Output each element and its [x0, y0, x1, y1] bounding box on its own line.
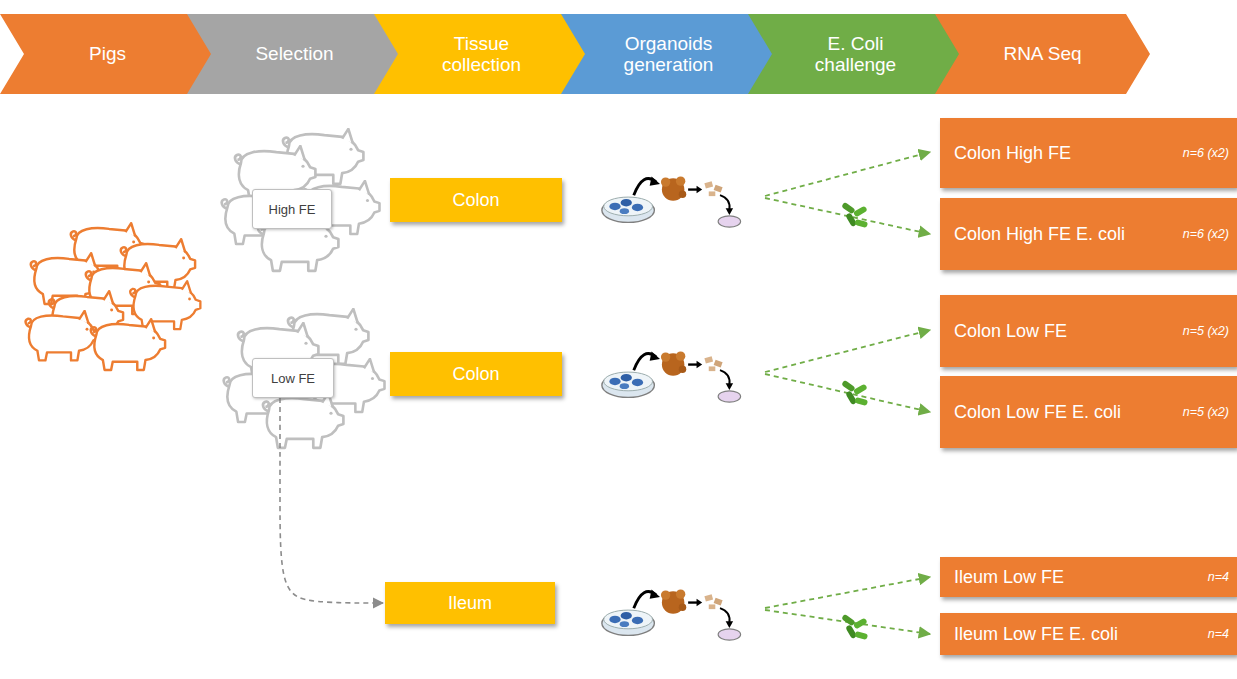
chevron-fill: [374, 14, 589, 94]
process-chevron: Pigs: [0, 14, 215, 94]
sample-group-box: Colon Low FE n=5 (x2): [940, 295, 1237, 367]
organoid-culture: [602, 589, 741, 640]
sample-group-box: Ileum Low FE E. coli n=4: [940, 613, 1237, 655]
sample-count: n=6 (x2): [1183, 146, 1229, 160]
sample-count: n=6 (x2): [1183, 227, 1229, 241]
sample-group-box: Colon High FE n=6 (x2): [940, 118, 1237, 188]
node-label: High FE: [269, 202, 316, 217]
node-label: Colon High FE: [954, 143, 1071, 164]
node-label: Tissue collection: [418, 33, 546, 76]
low-fe-pigs: [224, 309, 385, 448]
node-label: Ileum Low FE E. coli: [954, 624, 1118, 645]
process-chevron: Tissue collection: [374, 14, 589, 94]
node-label: E. Coli challenge: [792, 33, 920, 76]
process-chevron: Organoids generation: [561, 14, 776, 94]
sample-count: n=5 (x2): [1183, 405, 1229, 419]
node-label: Colon Low FE: [954, 321, 1067, 342]
group-label-box: Low FE: [252, 358, 334, 398]
pig-herd: [26, 223, 201, 370]
sample-group-box: Colon High FE E. coli n=6 (x2): [940, 198, 1237, 270]
sample-count: n=4: [1208, 627, 1229, 641]
sample-count: n=4: [1208, 570, 1229, 584]
e-coli-symbol: [841, 202, 868, 228]
split-arrows: [765, 152, 930, 634]
organoid-culture: [602, 351, 741, 402]
e-coli-symbol: [841, 380, 868, 406]
node-label: Organoids generation: [605, 33, 733, 76]
process-chevron: RNA Seq: [935, 14, 1150, 94]
process-chevron: Selection: [187, 14, 402, 94]
node-label: Selection: [255, 43, 333, 64]
node-label: RNA Seq: [1003, 43, 1081, 64]
sample-group-box: Ileum Low FE n=4: [940, 557, 1237, 597]
sample-group-box: Colon Low FE E. coli n=5 (x2): [940, 376, 1237, 448]
node-label: Low FE: [271, 371, 315, 386]
high-fe-pigs: [222, 129, 380, 271]
node-label: Ileum: [448, 593, 492, 614]
organoid-culture: [602, 176, 741, 227]
node-label: Colon: [452, 190, 499, 211]
chevron-fill: [748, 14, 963, 94]
tissue-box: Ileum: [385, 582, 555, 624]
node-label: Colon: [452, 364, 499, 385]
dashed-connector: [280, 398, 383, 603]
node-label: Pigs: [89, 43, 126, 64]
chevron-fill: [935, 14, 1150, 94]
node-label: Colon Low FE E. coli: [954, 402, 1121, 423]
sample-count: n=5 (x2): [1183, 324, 1229, 338]
tissue-box: Colon: [390, 178, 562, 222]
chevron-fill: [187, 14, 402, 94]
chevron-fill: [0, 14, 215, 94]
chevron-fill: [561, 14, 776, 94]
tissue-box: Colon: [390, 352, 562, 396]
e-coli-symbol: [841, 614, 868, 640]
process-chevron: E. Coli challenge: [748, 14, 963, 94]
group-label-box: High FE: [252, 189, 332, 229]
node-label: Colon High FE E. coli: [954, 224, 1125, 245]
node-label: Ileum Low FE: [954, 567, 1064, 588]
